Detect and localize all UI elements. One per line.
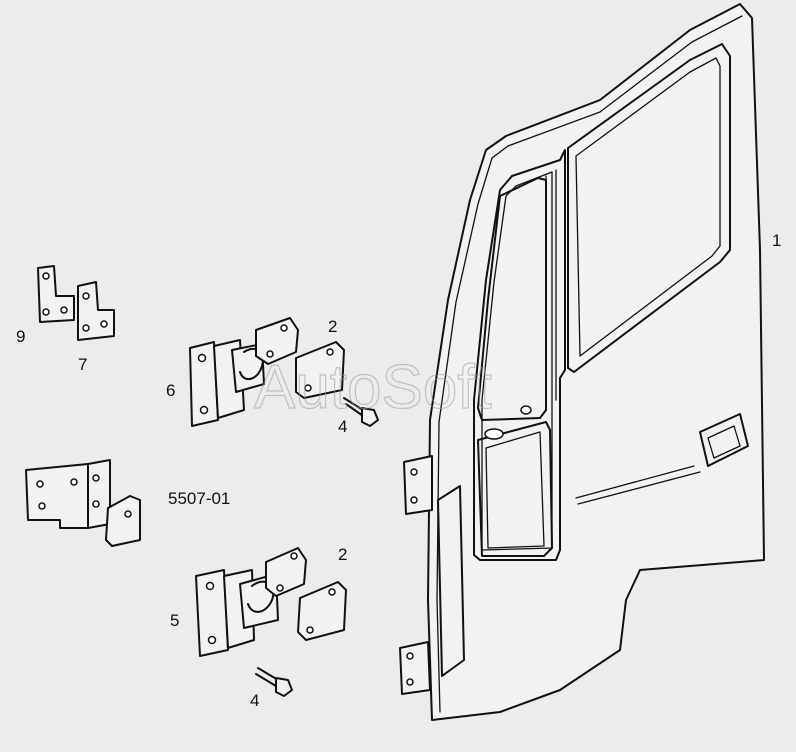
hinge-lower-5: [195, 547, 307, 657]
callout-hinge-lower: 5: [170, 611, 179, 630]
callout-bolt-top: 4: [338, 417, 347, 436]
bracket-9: [37, 265, 75, 323]
watermark-text: AutoSoft: [254, 353, 492, 422]
callout-door: 1: [772, 231, 781, 250]
door-panel: [399, 3, 765, 721]
callout-plate-top: 2: [328, 317, 337, 336]
plate-2-lower: [297, 581, 347, 641]
plate-2-upper: [295, 341, 345, 399]
bolt-4-lower: [255, 667, 293, 697]
callout-bracket-9: 9: [16, 327, 25, 346]
callout-plate-bottom: 2: [338, 545, 347, 564]
callout-bracket-7: 7: [78, 355, 87, 374]
door-hinge-tab-upper: [403, 455, 433, 515]
door-hinge-tab-lower: [399, 641, 431, 695]
callout-hinge-upper: 6: [166, 381, 175, 400]
door-handle-recess: [699, 413, 749, 467]
hinge-upper-6: [189, 317, 299, 427]
hinge-kit-5507-01: [25, 459, 141, 547]
callout-hinge-kit: 5507-01: [168, 489, 230, 508]
bracket-7: [77, 281, 115, 341]
callout-bolt-bottom: 4: [250, 691, 259, 710]
bolt-4-upper: [343, 397, 379, 427]
